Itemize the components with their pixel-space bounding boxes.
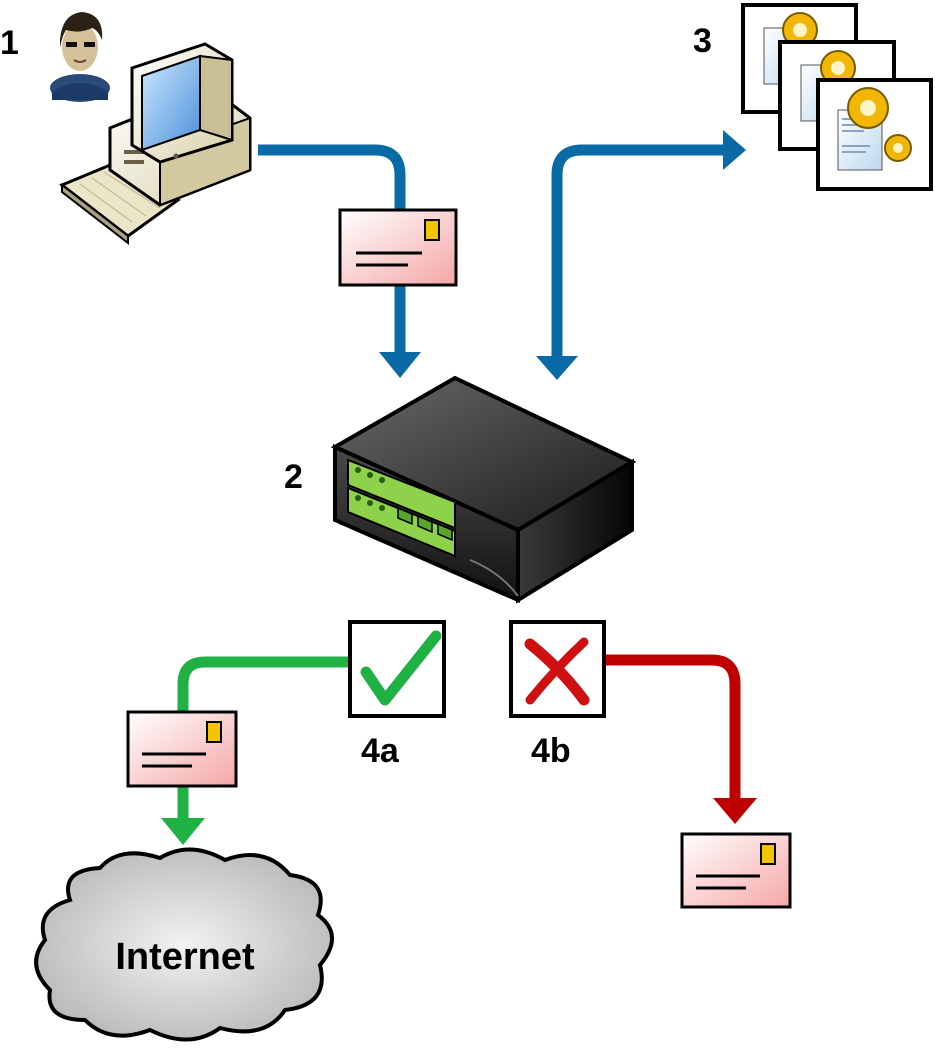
user-avatar-icon <box>50 12 110 102</box>
step-3-label: 3 <box>693 22 712 60</box>
desktop-computer-icon <box>59 42 252 246</box>
envelope-icon <box>126 710 238 788</box>
checkmark-icon <box>348 620 446 718</box>
arrow-computer-to-gateway <box>258 144 421 378</box>
internet-cloud-icon <box>34 847 334 1042</box>
mail-gateway-appliance-icon <box>330 375 637 604</box>
arrow-rejected-to-quarantine <box>604 654 757 824</box>
arrow-gateway-to-policies <box>536 130 746 380</box>
step-4a-label: 4a <box>361 732 400 770</box>
step-1-label: 1 <box>0 24 19 62</box>
envelope-icon <box>338 208 458 287</box>
envelope-icon <box>680 832 792 909</box>
arrow-approved-to-internet <box>161 656 348 845</box>
cross-icon <box>509 620 606 718</box>
step-2-label: 2 <box>284 458 303 496</box>
step-4b-label: 4b <box>531 732 571 770</box>
policy-document-gear-icon <box>741 3 933 191</box>
internet-label: Internet <box>115 936 255 978</box>
